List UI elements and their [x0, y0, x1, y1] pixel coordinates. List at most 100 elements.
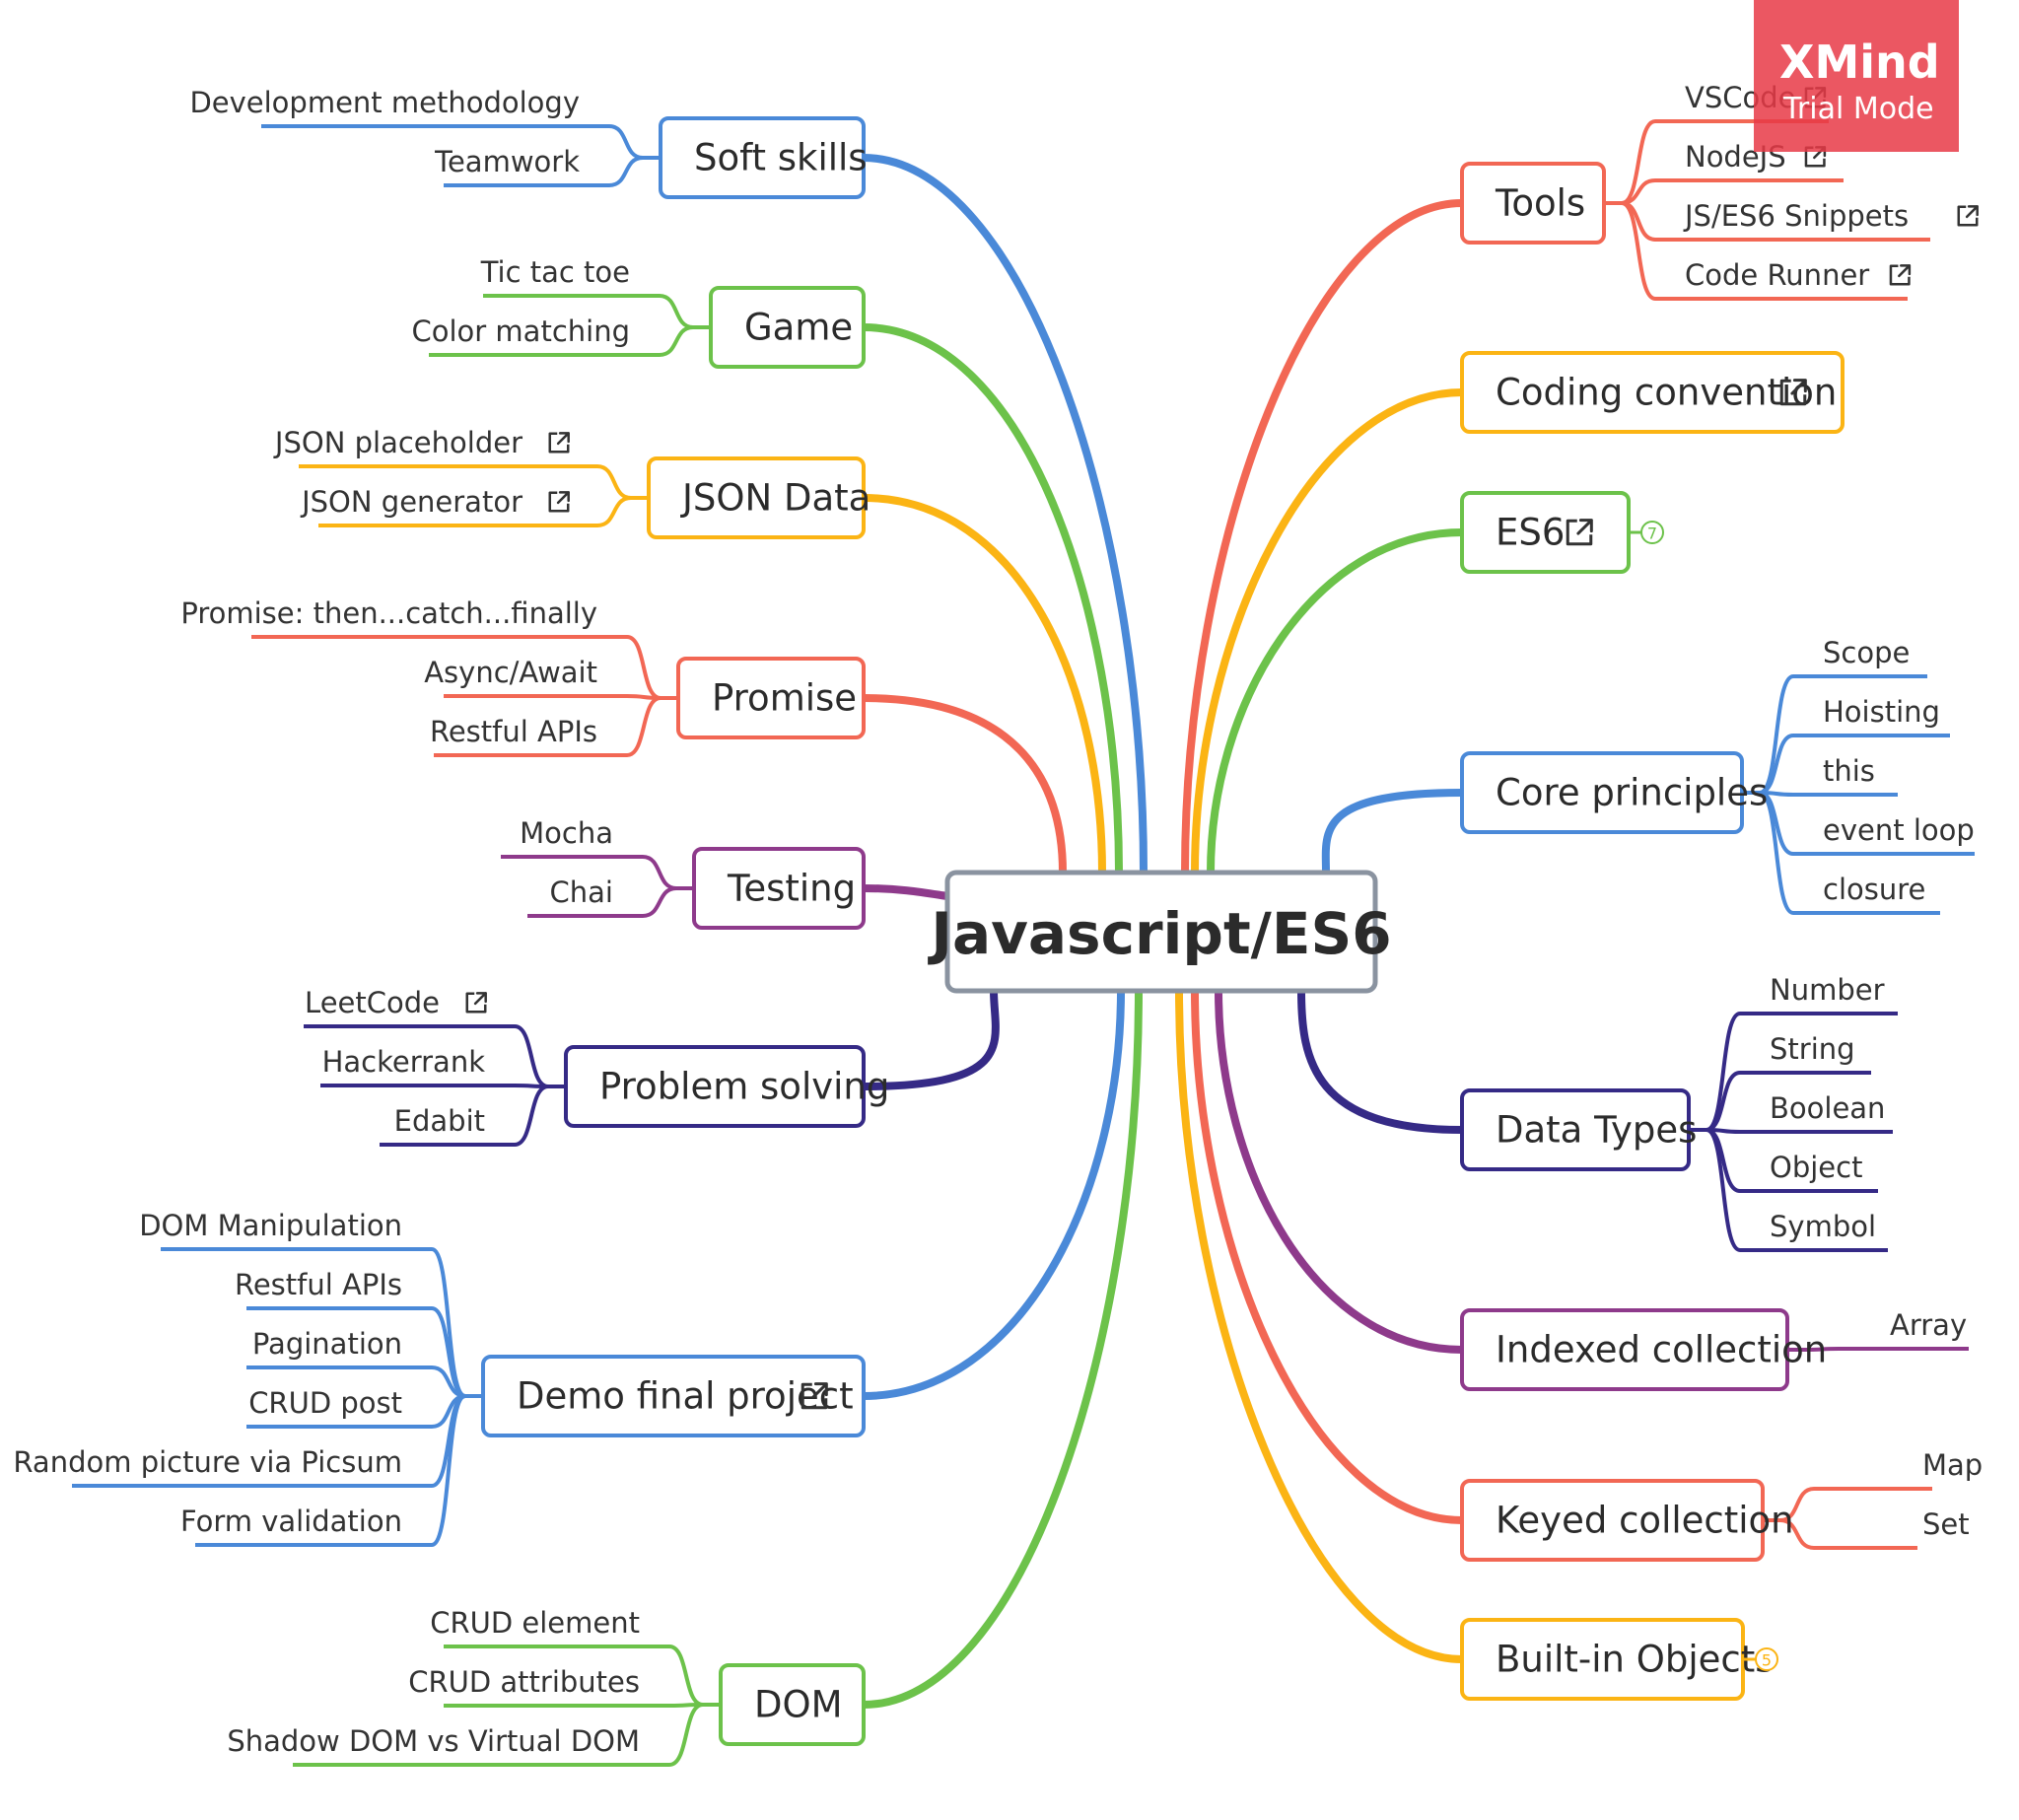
topic-label: ES6 — [1496, 512, 1565, 554]
subtopic-this[interactable]: this — [1823, 754, 1875, 788]
subtopic-tic-tac-toe[interactable]: Tic tac toe — [480, 255, 630, 289]
subtopic-restful-apis[interactable]: Restful APIs — [430, 715, 597, 748]
subtopic-label: JS/ES6 Snippets — [1683, 199, 1909, 233]
subtopic-array[interactable]: Array — [1890, 1308, 1967, 1342]
subtopic-crud-attributes[interactable]: CRUD attributes — [408, 1665, 640, 1699]
topic-label: Indexed collection — [1496, 1329, 1827, 1371]
subtopic-object[interactable]: Object — [1770, 1151, 1862, 1184]
topic-es6[interactable]: ES6 7 — [1460, 491, 1664, 574]
subtopic-scope[interactable]: Scope — [1823, 636, 1910, 669]
topic-box — [564, 1045, 866, 1128]
subtopic-code-runner[interactable]: Code Runner — [1685, 258, 1912, 292]
topic-coding-convention[interactable]: Coding convention — [1460, 351, 1845, 434]
topic-json-data[interactable]: JSON Data — [647, 456, 870, 539]
connector-es6 — [1207, 528, 1466, 876]
topic-label: DOM — [754, 1684, 843, 1726]
subtopic-label: Scope — [1823, 636, 1910, 669]
subtopic-json-placeholder[interactable]: JSON placeholder — [273, 426, 570, 459]
external-link-icon[interactable] — [1566, 519, 1593, 546]
subtopic-label: Code Runner — [1685, 258, 1869, 292]
subtopic-hackerrank[interactable]: Hackerrank — [322, 1045, 486, 1079]
subtopic-closure[interactable]: closure — [1823, 873, 1925, 906]
subtopic-crud-element[interactable]: CRUD element — [430, 1606, 640, 1640]
topic-dom[interactable]: DOM — [719, 1663, 866, 1746]
subtopic-shadow-dom-vs-virtual-dom[interactable]: Shadow DOM vs Virtual DOM — [227, 1724, 640, 1758]
watermark-mode: Trial Mode — [1783, 92, 1934, 126]
subtopic-js-es6-snippets[interactable]: JS/ES6 Snippets — [1683, 199, 1979, 233]
topic-core-principles[interactable]: Core principles — [1460, 751, 1768, 834]
subtopic-symbol[interactable]: Symbol — [1770, 1210, 1876, 1243]
connector-core-principles — [1321, 789, 1466, 876]
topic-demo-final-project[interactable]: Demo final project — [481, 1355, 866, 1437]
subtopic-label: Object — [1770, 1151, 1862, 1184]
subtopic-edabit[interactable]: Edabit — [394, 1104, 485, 1138]
topic-testing[interactable]: Testing — [692, 847, 866, 930]
subtopic-label: LeetCode — [305, 986, 440, 1019]
connector-promise — [860, 694, 1067, 876]
subtopic-boolean[interactable]: Boolean — [1770, 1091, 1885, 1125]
central-topic-label: Javascript/ES6 — [927, 900, 1391, 967]
subtopic-line — [1706, 1128, 1893, 1134]
subtopic-line — [1779, 1518, 1917, 1550]
external-link-icon[interactable] — [1957, 205, 1979, 227]
subtopic-async-await[interactable]: Async/Await — [424, 656, 597, 689]
topic-keyed-collection[interactable]: Keyed collection — [1460, 1479, 1794, 1562]
subtopic-restful-apis[interactable]: Restful APIs — [235, 1268, 402, 1301]
topic-soft-skills[interactable]: Soft skills — [659, 116, 868, 199]
subtopic-json-generator[interactable]: JSON generator — [300, 485, 570, 519]
subtopic-development-methodology[interactable]: Development methodology — [189, 86, 580, 119]
subtopic-crud-post[interactable]: CRUD post — [248, 1386, 402, 1420]
topic-data-types[interactable]: Data Types — [1460, 1088, 1697, 1171]
subtopic-string[interactable]: String — [1770, 1032, 1855, 1066]
central-topic[interactable]: Javascript/ES6 — [927, 870, 1392, 994]
topic-label: Soft skills — [694, 137, 868, 179]
topic-label: Promise — [712, 677, 857, 720]
subtopic-line — [195, 1394, 466, 1547]
subtopic-label: Pagination — [252, 1327, 402, 1361]
subtopic-label: Map — [1922, 1448, 1983, 1482]
collapsed-count-badge[interactable]: 7 — [1629, 521, 1664, 544]
subtopic-label: Hackerrank — [322, 1045, 486, 1079]
subtopic-label: Chai — [550, 875, 613, 909]
subtopic-pagination[interactable]: Pagination — [252, 1327, 402, 1361]
subtopic-color-matching[interactable]: Color matching — [412, 315, 631, 348]
subtopic-dom-manipulation[interactable]: DOM Manipulation — [139, 1209, 402, 1242]
subtopic-number[interactable]: Number — [1770, 973, 1885, 1007]
subtopic-event-loop[interactable]: event loop — [1823, 813, 1975, 847]
topic-label: Data Types — [1496, 1109, 1697, 1152]
subtopic-label: Color matching — [412, 315, 631, 348]
subtopic-hoisting[interactable]: Hoisting — [1823, 695, 1940, 729]
topic-label: JSON Data — [680, 477, 870, 520]
topic-label: Core principles — [1496, 772, 1768, 814]
subtopic-label: this — [1823, 754, 1875, 788]
topic-promise[interactable]: Promise — [676, 657, 866, 739]
collapsed-count-badge[interactable]: 5 — [1743, 1647, 1778, 1671]
branch-connectors — [860, 154, 1466, 1709]
topic-game[interactable]: Game — [709, 286, 866, 369]
topic-tools[interactable]: Tools — [1460, 162, 1606, 245]
external-link-icon[interactable] — [1889, 264, 1912, 286]
subtopic-form-validation[interactable]: Form validation — [180, 1505, 402, 1538]
subtopic-promise-then-catch-finally[interactable]: Promise: then...catch...finally — [180, 596, 597, 630]
external-link-icon[interactable] — [1779, 379, 1807, 406]
external-link-icon[interactable] — [548, 432, 570, 454]
topic-indexed-collection[interactable]: Indexed collection — [1460, 1308, 1827, 1391]
external-link-icon[interactable] — [548, 491, 570, 513]
subtopic-set[interactable]: Set — [1922, 1507, 1970, 1541]
subtopic-chai[interactable]: Chai — [550, 875, 613, 909]
subtopic-mocha[interactable]: Mocha — [520, 816, 613, 850]
topic-problem-solving[interactable]: Problem solving — [564, 1045, 889, 1128]
subtopic-teamwork[interactable]: Teamwork — [434, 145, 580, 178]
subtopic-random-picture-via-picsum[interactable]: Random picture via Picsum — [13, 1445, 402, 1479]
external-link-icon[interactable] — [801, 1382, 828, 1410]
connector-indexed-collection — [1215, 987, 1466, 1354]
connector-data-types — [1297, 987, 1466, 1134]
connector-json-data — [860, 494, 1106, 876]
connector-problem-solving — [860, 987, 1000, 1090]
topic-label: Tools — [1495, 182, 1585, 225]
subtopic-label: Development methodology — [189, 86, 580, 119]
external-link-icon[interactable] — [465, 992, 487, 1014]
subtopic-map[interactable]: Map — [1922, 1448, 1983, 1482]
subtopic-leetcode[interactable]: LeetCode — [305, 986, 487, 1019]
